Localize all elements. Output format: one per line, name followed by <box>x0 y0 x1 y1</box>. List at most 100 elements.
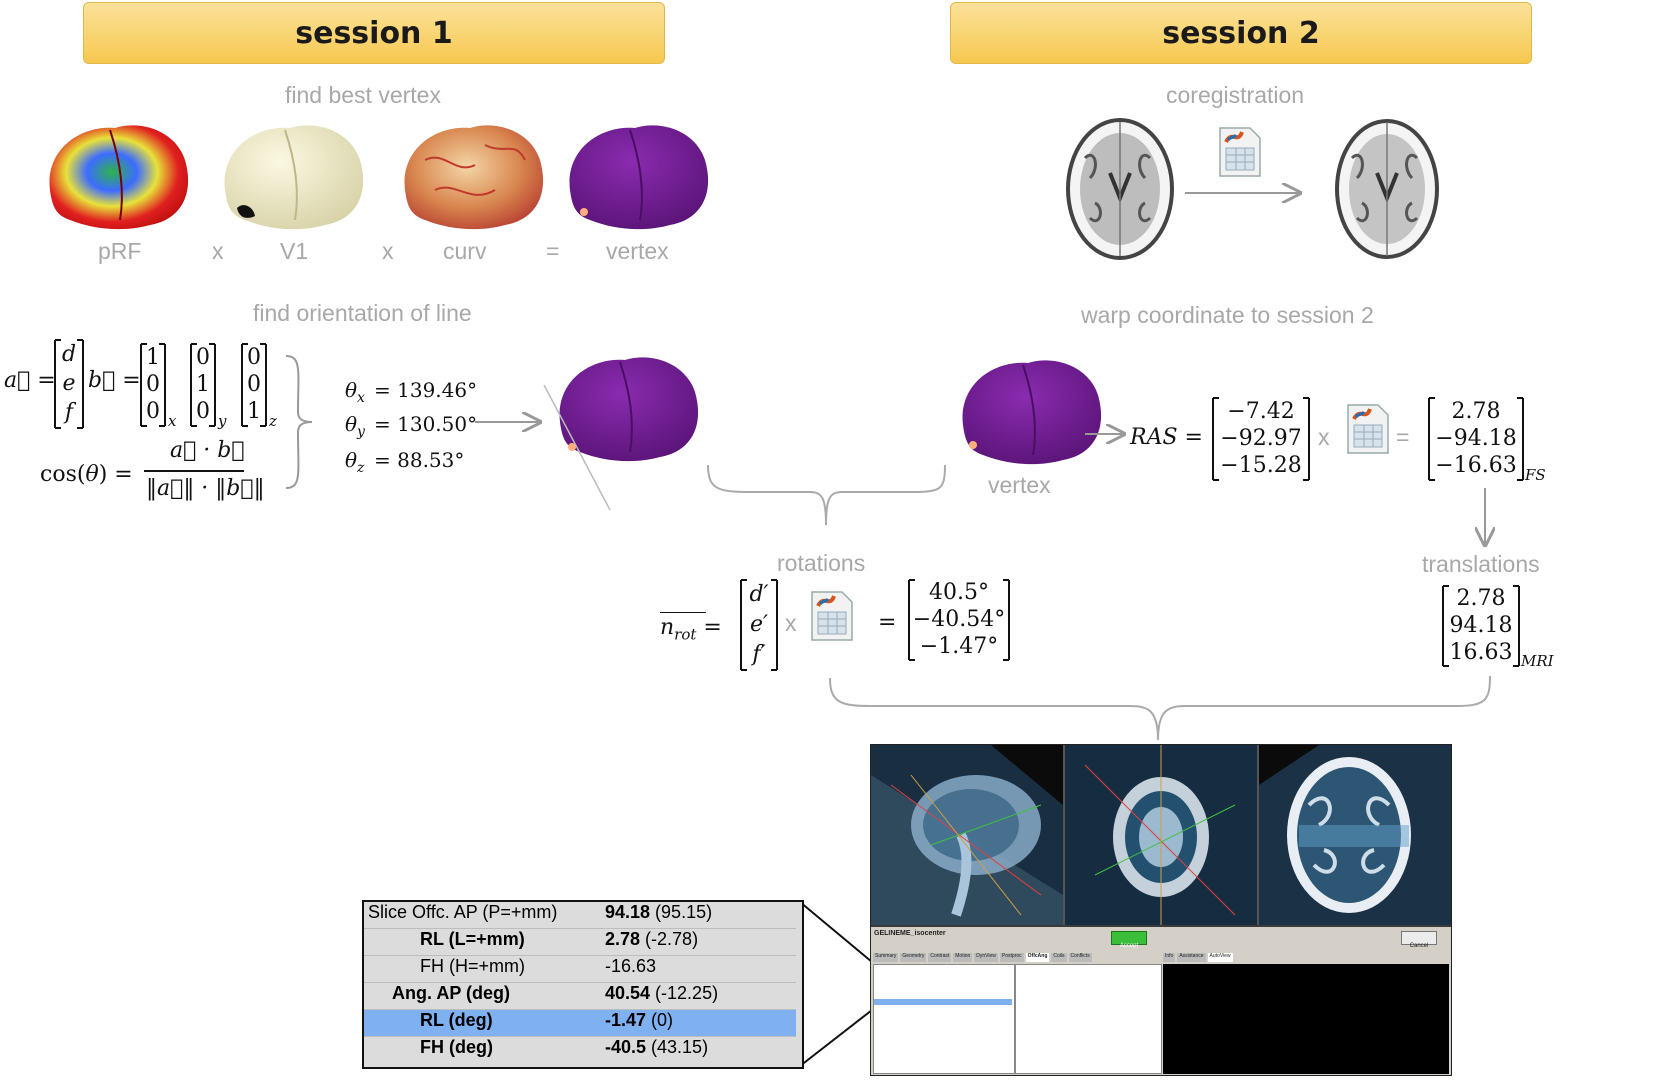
matlab-file-icon <box>1219 127 1261 177</box>
zoom-line-top <box>799 901 873 963</box>
session-2-header: session 2 <box>950 2 1532 64</box>
find-orientation-title: find orientation of line <box>253 300 472 326</box>
parameter-list <box>1015 964 1162 1074</box>
sagittal-view <box>871 745 1065 925</box>
table-row: FH (deg) -40.5 (43.15) <box>420 1037 709 1057</box>
matlab-file-icon <box>811 591 853 641</box>
v1-brain <box>224 125 364 230</box>
tab-motion[interactable]: Motion <box>953 953 973 962</box>
a-f: f <box>64 400 74 426</box>
label-vertex: vertex <box>606 238 669 264</box>
tab-autoview[interactable]: AutoView <box>1207 953 1233 962</box>
tab-info[interactable]: Info <box>1163 953 1176 962</box>
a-e: e <box>62 370 76 396</box>
ras-equals: = <box>1396 424 1410 450</box>
label-times-1: x <box>212 238 224 264</box>
coronal-view <box>1065 745 1259 925</box>
cos-numerator: a⃗ · b⃗ <box>170 438 245 463</box>
sub-z: z <box>269 412 277 430</box>
theta-z-symbol: θz <box>345 448 365 476</box>
offcentre-zoom-table: Slice Offc. AP (P=+mm) 94.18 (95.15) RL … <box>362 900 804 1069</box>
label-times-2: x <box>382 238 394 264</box>
axial-brain-target <box>1335 119 1439 259</box>
tab-contrast[interactable]: Contrast <box>928 953 952 962</box>
session-1-label: session 1 <box>295 15 453 51</box>
nrot-times: x <box>785 610 797 636</box>
zoom-line-bottom <box>799 1009 873 1067</box>
nrot-vector: d′ e′ f′ <box>740 579 778 671</box>
orientation-brain <box>559 357 699 462</box>
tab-postproc[interactable]: Postproc <box>999 953 1024 962</box>
table-row: Ang. AP (deg) 40.54 (-12.25) <box>364 983 796 1010</box>
brace-icon <box>707 464 946 526</box>
scanner-console-screenshot: GELINEME_isocenter Accept Cancel Summary… <box>870 744 1452 1076</box>
sub-x: x <box>168 412 177 430</box>
tab-summary[interactable]: Summary <box>873 953 899 962</box>
tab-coils[interactable]: Coils <box>1051 953 1067 962</box>
find-best-vertex-title: find best vertex <box>285 82 441 108</box>
scanner-parameter-panel: GELINEME_isocenter Accept Cancel Summary… <box>871 927 1451 1075</box>
table-row: RL (L=+mm) 2.78 (-2.78) <box>364 929 796 956</box>
autoview-tab-bar: Info Assistance AutoView <box>1163 953 1263 962</box>
s2-vertex-brain <box>962 360 1102 465</box>
table-row: Slice Offc. AP (P=+mm) 94.18 (95.15) <box>364 902 796 929</box>
coregistration-title: coregistration <box>1166 82 1305 108</box>
brace-icon <box>829 675 1491 741</box>
translations-label: translations <box>1422 551 1540 577</box>
ras-vector: −7.42 −92.97 −15.28 <box>1212 397 1310 481</box>
b-y-vector: 0 1 0 <box>190 343 216 427</box>
autoview-pane <box>1163 964 1449 1074</box>
orientation-line <box>543 384 611 511</box>
b-vector-symbol: b⃗ = <box>88 368 141 393</box>
nrot-overbar <box>660 612 706 613</box>
accept-button[interactable]: Accept <box>1111 931 1147 949</box>
cancel-button[interactable]: Cancel <box>1401 931 1437 949</box>
ras-times: x <box>1318 424 1330 450</box>
axial-view <box>1259 745 1451 925</box>
ras-symbol: RAS = <box>1130 425 1203 450</box>
axial-brain-source <box>1066 118 1174 260</box>
a-d: d <box>61 341 77 367</box>
nrot-symbol: nrot = <box>660 615 722 644</box>
b-x-vector: 1 0 0 <box>140 343 166 427</box>
scanner-tab-bar: Summary Geometry Contrast Motion DynView… <box>873 953 1163 962</box>
label-equals: = <box>546 238 560 264</box>
table-row-highlighted: RL (deg) -1.47 (0) <box>364 1010 796 1037</box>
label-curv: curv <box>443 238 487 264</box>
vertex-brain <box>569 125 709 230</box>
table-row: FH (H=+mm) -16.63 <box>364 956 796 983</box>
brace-icon <box>285 355 313 489</box>
curv-brain <box>404 125 544 230</box>
nrot-result-vector: 40.5° −40.54° −1.47° <box>908 579 1010 661</box>
brain-surfaces-row <box>49 125 709 230</box>
mri-vector: 2.78 94.18 16.63 <box>1442 585 1520 667</box>
tab-dynview[interactable]: DynView <box>974 953 998 962</box>
tab-offcang[interactable]: OffcAng <box>1025 953 1050 962</box>
fs-vector: 2.78 −94.18 −16.63 <box>1428 397 1524 481</box>
label-prf: pRF <box>98 238 142 264</box>
fraction-bar <box>144 470 244 472</box>
protocol-name: GELINEME_isocenter <box>874 930 946 937</box>
offcentre-highlight <box>874 999 1012 1005</box>
matlab-file-icon <box>1347 404 1389 454</box>
b-z-vector: 0 0 1 <box>241 343 267 427</box>
offcentre-list <box>873 964 1015 1074</box>
warp-title: warp coordinate to session 2 <box>1081 302 1374 328</box>
a-vector-symbol: a⃗ = <box>4 368 56 393</box>
theta-x-symbol: θx <box>345 378 365 406</box>
tab-geometry[interactable]: Geometry <box>900 953 927 962</box>
prf-brain <box>49 125 189 230</box>
session-1-header: session 1 <box>83 2 665 64</box>
s2-vertex-label: vertex <box>988 472 1051 498</box>
sub-y: y <box>218 412 227 430</box>
mri-subscript: MRI <box>1521 652 1554 670</box>
tab-assistance[interactable]: Assistance <box>1177 953 1206 962</box>
a-vector: d e f <box>54 339 84 429</box>
tab-conflicts[interactable]: Conflicts <box>1068 953 1092 962</box>
cos-denominator: ‖a⃗‖ · ‖b⃗‖ <box>146 476 265 501</box>
theta-x-value: = 139.46° <box>374 378 478 402</box>
session-2-label: session 2 <box>1162 15 1320 51</box>
cos-theta: cos(θ) = <box>40 462 133 487</box>
label-v1: V1 <box>280 238 309 264</box>
